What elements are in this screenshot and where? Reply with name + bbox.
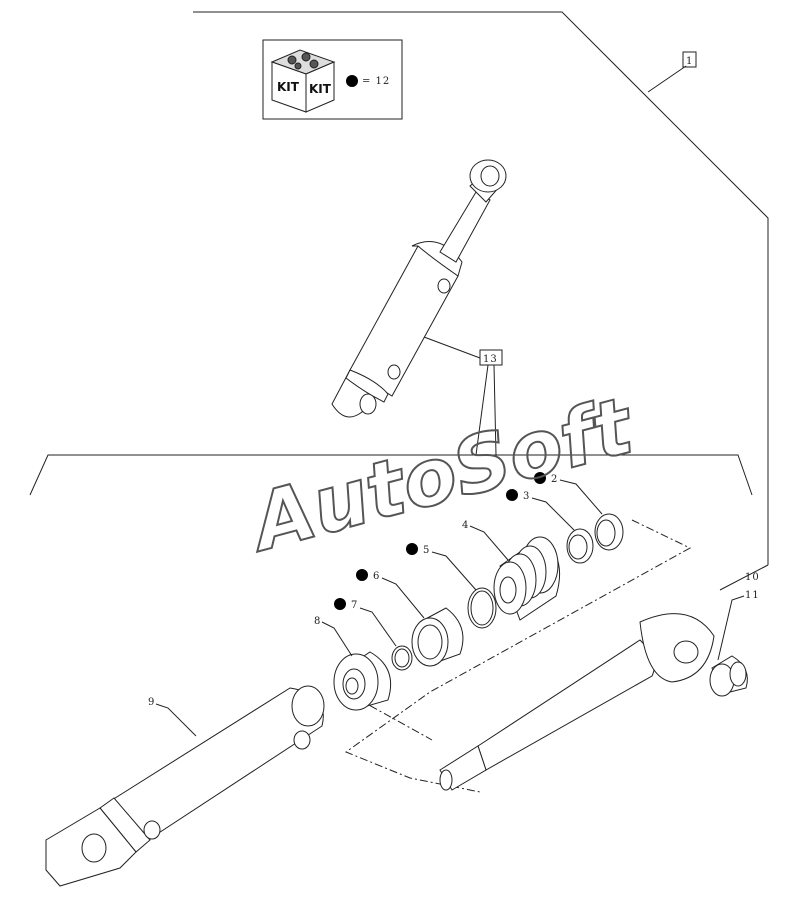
- part-7-ring: [391, 645, 413, 671]
- svg-text:7: 7: [351, 600, 358, 611]
- part-2-ring: [594, 513, 624, 551]
- callout-10: 10: [745, 572, 760, 583]
- kit-dot-icon: [506, 489, 518, 501]
- callout-11: 11: [717, 590, 760, 661]
- callout-8: 8: [314, 616, 353, 657]
- kit-dot-icon: [346, 75, 358, 87]
- svg-text:8: 8: [314, 616, 321, 627]
- svg-text:6: 6: [373, 571, 380, 582]
- callout-7: 7: [334, 598, 397, 647]
- assembly-bracket-lines: [29, 11, 769, 591]
- kit-box: KIT KIT = 12: [262, 39, 403, 120]
- kit-cube-icon: [270, 49, 336, 113]
- kit-dot-icon: [356, 569, 368, 581]
- assembled-cylinder: [331, 159, 507, 418]
- callout-4: 4: [462, 520, 509, 561]
- callout-6: 6: [356, 569, 425, 619]
- svg-text:3: 3: [523, 491, 530, 502]
- callout-5: 5: [406, 543, 477, 591]
- part-4-piston: [493, 536, 561, 621]
- kit-dot-icon: [534, 472, 546, 484]
- svg-text:11: 11: [745, 590, 760, 601]
- callout-2: 2: [534, 472, 603, 515]
- svg-text:13: 13: [483, 354, 498, 365]
- part-3-ring: [566, 528, 594, 564]
- part-8-gland: [333, 651, 392, 711]
- svg-text:10: 10: [745, 572, 760, 583]
- callout-13: 13: [423, 336, 503, 456]
- part-9-barrel: [45, 685, 325, 887]
- callout-9: 9: [148, 697, 197, 737]
- part-11-bushing: [709, 655, 748, 697]
- kit-dot-icon: [334, 598, 346, 610]
- svg-text:2: 2: [551, 474, 558, 485]
- svg-text:9: 9: [148, 697, 155, 708]
- kit-reference-number: = 12: [362, 76, 390, 87]
- part-10-rod: [439, 613, 715, 791]
- callout-1: 1: [647, 51, 697, 93]
- svg-text:5: 5: [423, 545, 430, 556]
- part-5-ring: [467, 587, 497, 629]
- kit-label-right: KIT: [309, 82, 332, 96]
- part-6-bushing: [411, 607, 464, 667]
- kit-label-left: KIT: [277, 80, 300, 94]
- svg-text:4: 4: [462, 520, 469, 531]
- kit-dot-icon: [406, 543, 418, 555]
- callout-3: 3: [506, 489, 575, 531]
- svg-text:1: 1: [686, 56, 693, 67]
